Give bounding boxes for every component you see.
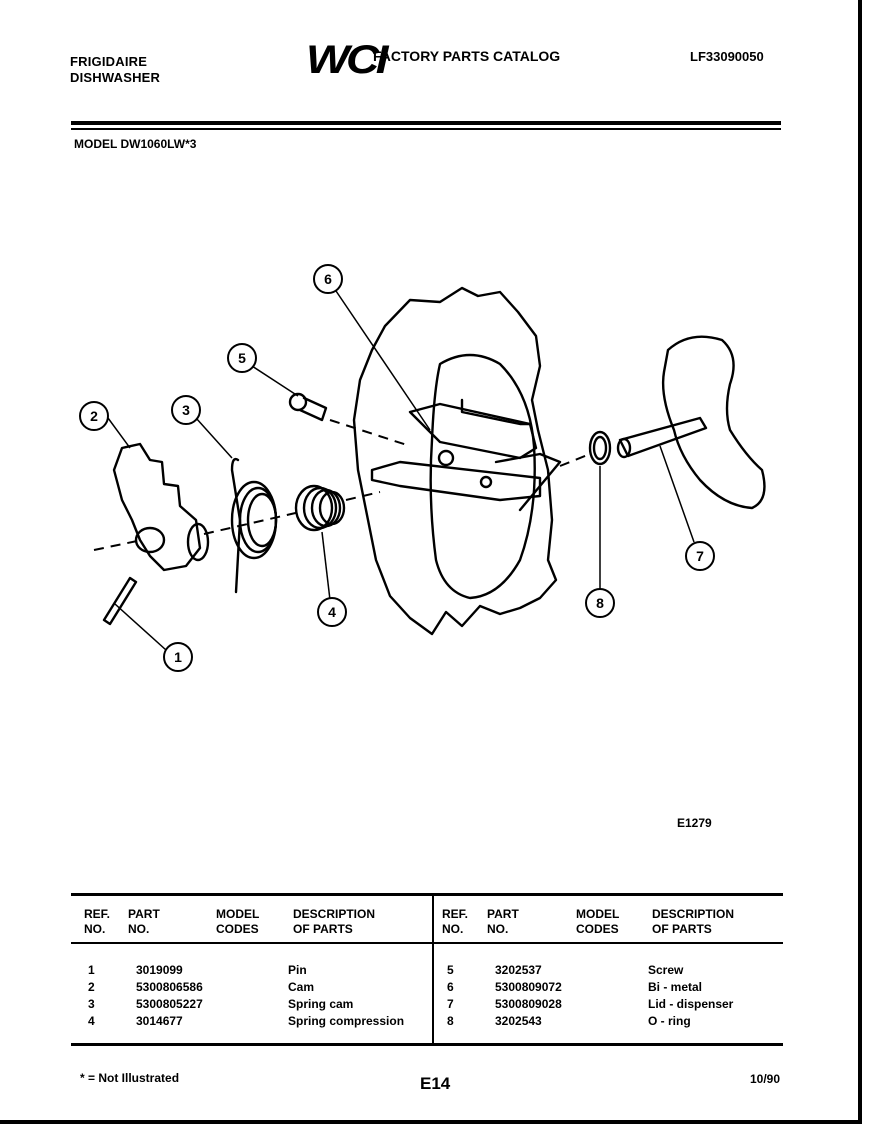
col-desc-right: Screw Bi - metal Lid - dispenser O - rin… bbox=[648, 962, 733, 1030]
header-ref: REF.NO. bbox=[84, 907, 111, 936]
table-bottom-rule bbox=[71, 1043, 783, 1046]
col-desc: Pin Cam Spring cam Spring compression bbox=[288, 962, 404, 1030]
pin bbox=[102, 576, 138, 626]
table-cell: 3 bbox=[88, 997, 95, 1011]
callout-1: 1 bbox=[174, 649, 182, 665]
table-cell: Pin bbox=[288, 963, 307, 977]
header-rule-thick bbox=[71, 121, 781, 125]
cam bbox=[112, 442, 202, 572]
table-cell: 3202543 bbox=[495, 1014, 542, 1028]
o-ring bbox=[588, 430, 612, 466]
callout-circle-2 bbox=[79, 401, 109, 431]
model-label: MODEL DW1060LW*3 bbox=[74, 137, 197, 151]
callout-2: 2 bbox=[90, 408, 98, 424]
wci-logo: WCI bbox=[306, 38, 389, 82]
callout-circle-7 bbox=[685, 541, 715, 571]
revision-date: 10/90 bbox=[750, 1072, 781, 1086]
table-cell: Screw bbox=[648, 963, 684, 977]
dispenser-cup-ring bbox=[429, 353, 536, 600]
callout-6: 6 bbox=[324, 271, 332, 287]
page-border-right bbox=[858, 0, 862, 1122]
table-divider bbox=[432, 894, 434, 1044]
lid-dispenser bbox=[661, 335, 766, 510]
callout-circle-5 bbox=[227, 343, 257, 373]
brand-name: FRIGIDAIRE bbox=[70, 54, 148, 69]
header-ref-right: REF.NO. bbox=[442, 907, 469, 936]
table-cell: 5300805227 bbox=[136, 997, 203, 1011]
catalog-title: FACTORY PARTS CATALOG bbox=[373, 48, 561, 64]
table-cell: Spring cam bbox=[288, 997, 354, 1011]
table-cell: 5300806586 bbox=[136, 980, 203, 994]
catalog-code: LF33090050 bbox=[690, 49, 764, 64]
screw bbox=[298, 396, 328, 422]
col-part-right: 3202537 5300809072 5300809028 3202543 bbox=[495, 962, 562, 1030]
product-type: DISHWASHER bbox=[70, 70, 161, 85]
table-cell: 5 bbox=[447, 963, 454, 977]
brand-block: FRIGIDAIRE DISHWASHER bbox=[70, 54, 160, 86]
callout-circle-8 bbox=[585, 588, 615, 618]
table-cell: 6 bbox=[447, 980, 454, 994]
table-cell: Cam bbox=[288, 980, 315, 994]
table-cell: 5300809072 bbox=[495, 980, 562, 994]
callout-circle-3 bbox=[171, 395, 201, 425]
callout-circle-1 bbox=[163, 642, 193, 672]
table-cell: 3014677 bbox=[136, 1014, 183, 1028]
footnote: * = Not Illustrated bbox=[80, 1071, 180, 1085]
bimetal-bracket bbox=[408, 402, 538, 460]
figure-id: E1279 bbox=[677, 816, 712, 830]
table-cell: 4 bbox=[88, 1014, 95, 1028]
page-border-bottom bbox=[0, 1120, 862, 1124]
exploded-parts-diagram: 1 2 3 4 5 6 7 8 bbox=[79, 264, 766, 672]
callout-circle-4 bbox=[317, 597, 347, 627]
table-top-rule bbox=[71, 893, 783, 896]
table-cell: 2 bbox=[88, 980, 95, 994]
table-header-rule bbox=[71, 942, 783, 944]
table-cell: 3019099 bbox=[136, 963, 183, 977]
table-cell: 1 bbox=[88, 963, 95, 977]
callout-circle-6 bbox=[313, 264, 343, 294]
table-cell: Lid - dispenser bbox=[648, 997, 734, 1011]
dispenser-housing bbox=[352, 286, 558, 636]
table-cell: 3202537 bbox=[495, 963, 542, 977]
col-ref: 1 2 3 4 bbox=[88, 962, 95, 1030]
callout-8: 8 bbox=[596, 595, 604, 611]
table-cell: 5300809028 bbox=[495, 997, 562, 1011]
callout-5: 5 bbox=[238, 350, 246, 366]
table-cell: O - ring bbox=[648, 1014, 691, 1028]
table-cell: 8 bbox=[447, 1014, 454, 1028]
table-cell: 7 bbox=[447, 997, 454, 1011]
col-part: 3019099 5300806586 5300805227 3014677 bbox=[136, 962, 203, 1030]
callout-7: 7 bbox=[696, 548, 704, 564]
table-cell: Spring compression bbox=[288, 1014, 405, 1028]
page-number: E14 bbox=[420, 1074, 451, 1093]
lid-shaft bbox=[618, 416, 708, 458]
col-ref-right: 5 6 7 8 bbox=[447, 962, 454, 1030]
table-cell: Bi - metal bbox=[648, 980, 703, 994]
header-rule-thin bbox=[71, 128, 781, 130]
callout-3: 3 bbox=[182, 402, 190, 418]
spring-cam-wire bbox=[230, 457, 242, 594]
callout-4: 4 bbox=[328, 604, 336, 620]
